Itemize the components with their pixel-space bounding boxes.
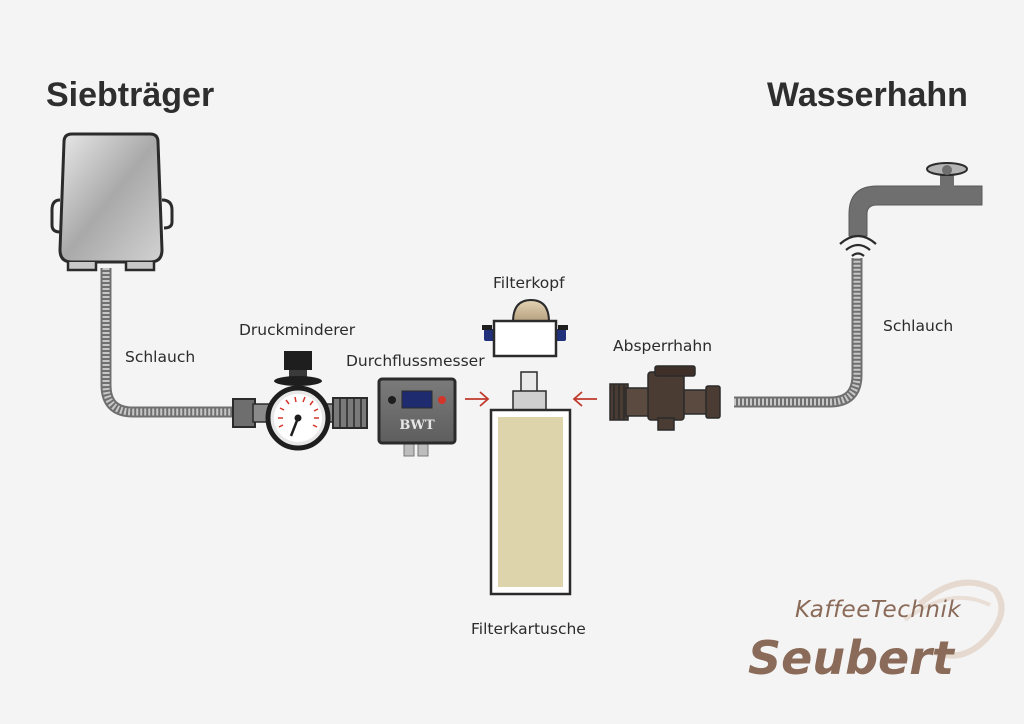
filter-head-icon [482, 298, 568, 358]
label-filter-head: Filterkopf [493, 274, 565, 292]
flow-meter-icon: BWT [377, 377, 457, 457]
arrow-right-icon [465, 391, 490, 407]
water-tap-icon [848, 162, 983, 237]
label-shutoff-valve: Absperrhahn [613, 337, 713, 355]
logo-line1: KaffeeTechnik [795, 597, 962, 623]
arrow-left-icon [572, 391, 597, 407]
pressure-gauge-icon [232, 351, 368, 451]
label-flow-meter: Durchflussmesser [346, 352, 485, 370]
water-drop-icon [839, 234, 877, 257]
label-hose-right: Schlauch [883, 317, 954, 335]
title-siebtraeger: Siebträger [46, 76, 215, 114]
company-logo: KaffeeTechnik Seubert [748, 579, 1005, 685]
hose-left [100, 268, 238, 418]
shutoff-valve-icon [609, 365, 721, 431]
espresso-machine-icon [50, 132, 174, 272]
label-filter-cartridge: Filterkartusche [471, 620, 586, 638]
title-wasserhahn: Wasserhahn [767, 76, 968, 114]
hose-right [734, 258, 863, 408]
filter-cartridge-icon [489, 371, 572, 596]
flow-meter-brand: BWT [399, 418, 435, 433]
label-pressure-reducer: Druckminderer [239, 321, 356, 339]
label-hose-left: Schlauch [125, 348, 196, 366]
logo-line2: Seubert [748, 631, 956, 685]
